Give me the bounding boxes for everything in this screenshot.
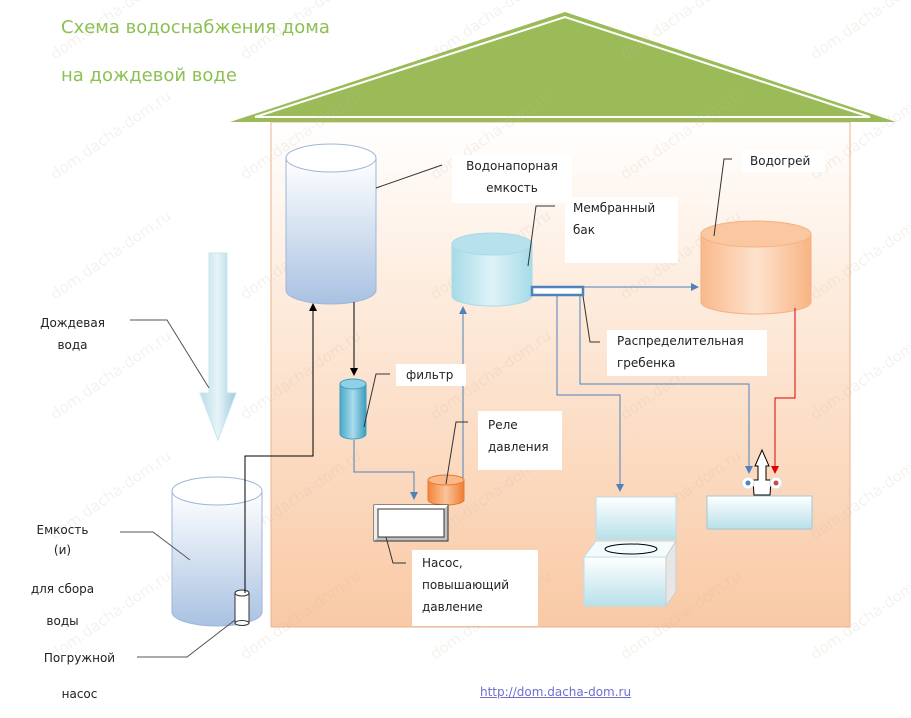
callout-line-heater xyxy=(713,158,732,237)
label-tank-line3: для сбора xyxy=(30,582,95,596)
label-membrane-line2: бак xyxy=(573,223,596,237)
pressure-relay xyxy=(427,474,465,506)
label-subpump-line1: Погружной xyxy=(43,651,116,665)
label-tank-line1: Емкость xyxy=(36,523,89,537)
sink-fixture xyxy=(706,495,813,530)
diagram-title-line1: Схема водоснабжения дома xyxy=(61,17,330,38)
membrane-tank xyxy=(451,232,533,307)
diagram-title-line2: на дождевой воде xyxy=(61,65,237,86)
callout-line-manifold xyxy=(582,295,600,343)
label-rainwater: Дождевая вода xyxy=(30,312,115,356)
callout-line-sub-pump xyxy=(137,619,236,658)
label-submersible-pump: Погружной насос xyxy=(32,648,127,710)
callout-line-tank xyxy=(120,531,191,561)
label-pressure-relay: Реле давления xyxy=(478,411,562,470)
label-pump-line2: повышающий xyxy=(422,578,510,592)
label-water-tower: Водонапорная емкость xyxy=(452,155,572,203)
label-pump-line3: давление xyxy=(422,600,483,614)
label-rain-line1: Дождевая xyxy=(40,316,105,330)
pipe-heater-to-sink-hot xyxy=(771,308,796,474)
label-tank-line2: (и) xyxy=(53,543,72,557)
pipe-filter-to-pump xyxy=(353,440,418,500)
label-collection-tank: Емкость (и) для сбора воды xyxy=(20,520,105,637)
pipe-manifold-to-toilet xyxy=(556,295,624,492)
label-relay-line2: давления xyxy=(488,440,549,454)
label-manifold-line1: Распределительная xyxy=(617,334,744,348)
label-water-tower-line1: Водонапорная xyxy=(466,159,558,173)
callout-lines xyxy=(120,158,732,658)
label-water-tower-line2: емкость xyxy=(486,181,538,195)
callout-line-water-tower xyxy=(375,164,443,189)
watermark-text: dom.dacha-dom.ru xyxy=(47,207,174,304)
watermark-text: dom.dacha-dom.ru xyxy=(47,87,174,184)
label-tank-line4: воды xyxy=(46,614,79,628)
label-rain-line2: вода xyxy=(57,338,88,352)
callout-line-filter xyxy=(363,373,390,428)
label-membrane-tank: Мембранный бак xyxy=(565,197,678,263)
footer-site-link[interactable]: http://dom.dacha-dom.ru xyxy=(480,685,632,699)
label-relay-line1: Реле xyxy=(488,418,518,432)
label-booster-pump: Насос, повышающий давление xyxy=(412,550,538,626)
callout-line-rain xyxy=(130,319,210,389)
label-membrane-line1: Мембранный xyxy=(573,201,656,215)
callout-line-relay xyxy=(445,421,468,485)
water-tower-tank xyxy=(285,143,377,305)
toilet-fixture xyxy=(583,496,677,608)
pipe-manifold-to-sink-cold xyxy=(579,295,753,474)
filter xyxy=(339,378,367,440)
callout-line-membrane xyxy=(527,205,555,267)
label-manifold: Распределительная гребенка xyxy=(607,330,767,376)
label-manifold-line2: гребенка xyxy=(617,356,676,370)
watermark-text: dom.dacha-dom.ru xyxy=(807,0,911,63)
water-heater xyxy=(700,220,812,315)
pipe-pump-to-tower xyxy=(244,303,317,593)
distribution-manifold xyxy=(530,285,585,297)
callout-line-pump xyxy=(385,536,406,564)
rainwater-arrow xyxy=(199,252,237,442)
label-pump-line1: Насос, xyxy=(422,556,463,570)
pipes xyxy=(244,283,796,593)
faucet-mixer xyxy=(741,448,783,496)
label-water-heater: Водогрей xyxy=(742,150,825,172)
booster-pump xyxy=(373,504,449,542)
label-filter: фильтр xyxy=(396,364,466,386)
house-roof xyxy=(230,12,896,122)
submersible-pump xyxy=(234,589,250,626)
label-subpump-line2: насос xyxy=(61,687,98,701)
